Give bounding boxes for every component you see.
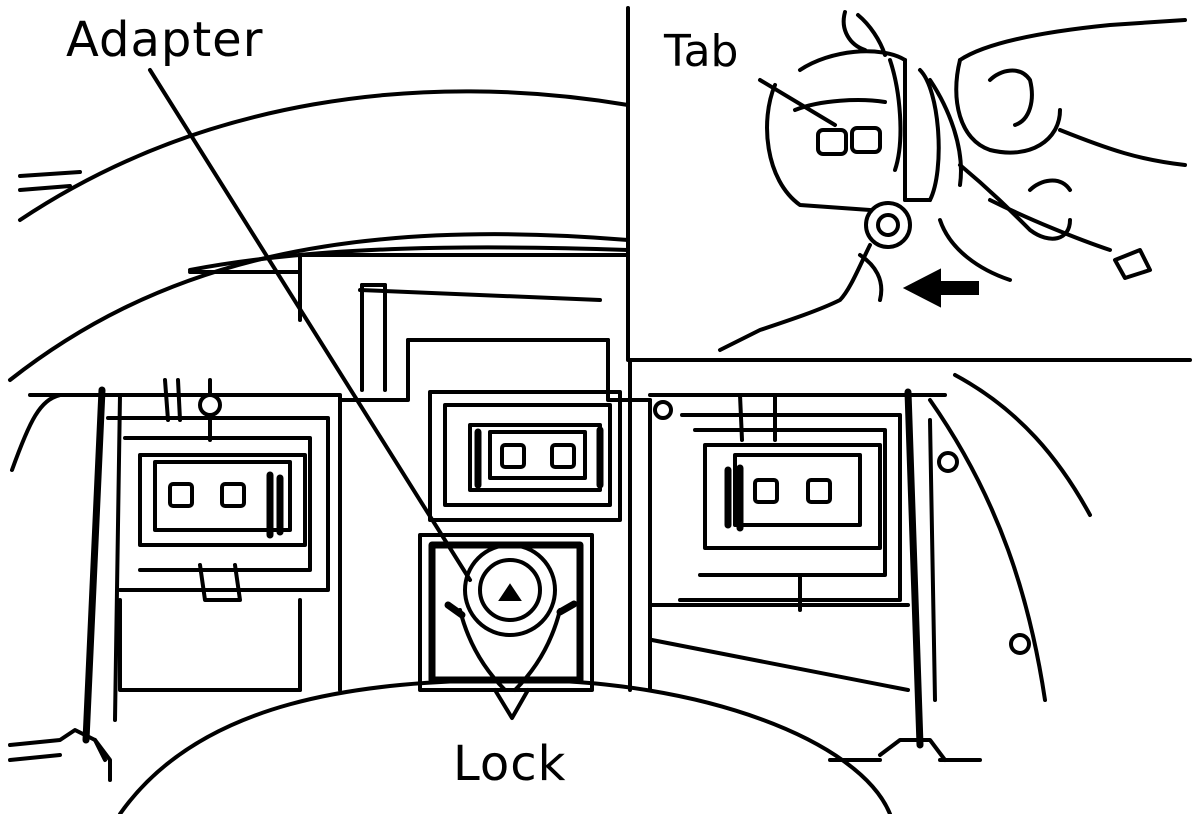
- inset-connector-hand: [718, 10, 1187, 352]
- adapter-label: Adapter: [66, 12, 264, 68]
- lock-adapter-socket: [418, 533, 594, 720]
- bottom-curves: [8, 678, 982, 816]
- lock-label: Lock: [453, 736, 567, 792]
- right-bulb-holder: [650, 393, 910, 692]
- housing-frame: [28, 283, 947, 749]
- left-bulb-holder: [106, 378, 330, 692]
- adapter-leader: [148, 68, 472, 582]
- dashboard-outline: [8, 89, 630, 472]
- center-bulb-holder: [428, 390, 622, 522]
- dashboard-right-outline: [928, 373, 1092, 702]
- tab-label: Tab: [664, 26, 739, 77]
